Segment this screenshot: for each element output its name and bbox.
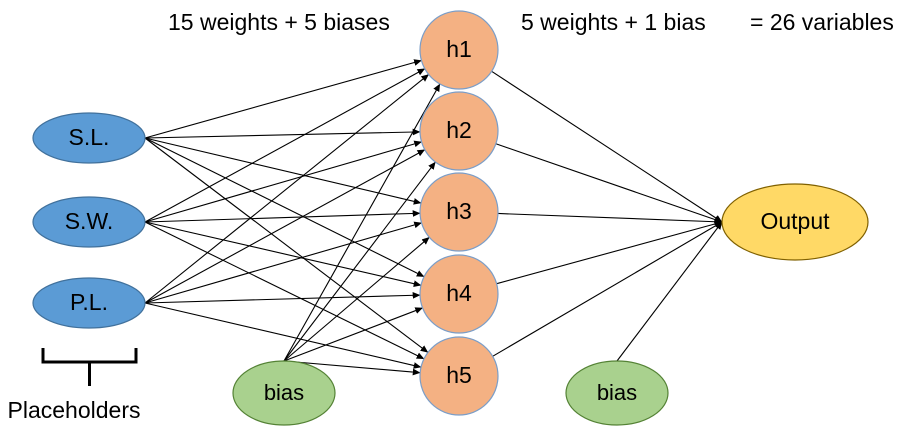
- placeholders-group: Placeholders: [8, 348, 141, 423]
- placeholders-brace: [41, 348, 138, 386]
- edges-layer: [144, 59, 723, 376]
- annotation-total-params: = 26 variables: [750, 9, 894, 35]
- input-sw[interactable]: S.W.: [32, 196, 146, 248]
- hidden-h5[interactable]: h5: [419, 336, 499, 416]
- annotation-hidden-params: 15 weights + 5 biases: [168, 9, 390, 35]
- hidden-h3-shape[interactable]: [419, 172, 499, 252]
- edge-bias-to-hidden-5: [283, 360, 421, 376]
- hidden-h1[interactable]: h1: [419, 10, 499, 90]
- edge-bias-to-output: [616, 221, 723, 362]
- input-sl-shape[interactable]: [32, 112, 146, 164]
- edge-input-3-to-hidden-5: [144, 302, 422, 369]
- hidden-h4-shape[interactable]: [419, 254, 499, 334]
- edge-bias-to-hidden-4: [283, 307, 423, 362]
- edge-hidden-5-to-output: [492, 221, 723, 357]
- edge-hidden-3-to-output: [497, 212, 723, 226]
- edge-input-3-to-hidden-2: [144, 149, 426, 304]
- edge-input-1-to-hidden-4: [144, 137, 425, 278]
- input-pl[interactable]: P.L.: [32, 277, 146, 329]
- hidden-h2-shape[interactable]: [419, 91, 499, 171]
- edge-bias-to-hidden-1: [283, 83, 441, 362]
- edge-input-2-to-hidden-5: [144, 221, 425, 360]
- output-node[interactable]: Output: [721, 183, 869, 261]
- edge-hidden-1-to-output: [491, 70, 723, 223]
- bias-hidden-shape[interactable]: [232, 360, 336, 426]
- annotation-output-params: 5 weights + 1 bias: [521, 9, 706, 35]
- bias-hidden[interactable]: bias: [232, 360, 336, 426]
- hidden-h4[interactable]: h4: [419, 254, 499, 334]
- edge-hidden-2-to-output: [495, 143, 723, 223]
- edge-bias-to-hidden-3: [283, 236, 430, 362]
- edge-input-3-to-hidden-4: [144, 291, 421, 304]
- hidden-h3[interactable]: h3: [419, 172, 499, 252]
- edge-input-2-to-hidden-4: [144, 221, 422, 287]
- output-node-shape[interactable]: [721, 183, 869, 261]
- edge-input-1-to-hidden-3: [144, 137, 422, 205]
- bias-output[interactable]: bias: [565, 360, 669, 426]
- hidden-h2[interactable]: h2: [419, 91, 499, 171]
- hidden-h1-shape[interactable]: [419, 10, 499, 90]
- hidden-h5-shape[interactable]: [419, 336, 499, 416]
- edge-hidden-4-to-output: [496, 220, 723, 285]
- edge-input-3-to-hidden-3: [144, 221, 422, 304]
- input-sw-shape[interactable]: [32, 196, 146, 248]
- edge-input-1-to-hidden-2: [144, 128, 421, 139]
- placeholders-label: Placeholders: [8, 397, 141, 423]
- edge-input-3-to-hidden-1: [144, 74, 429, 304]
- edge-input-2-to-hidden-2: [144, 140, 422, 223]
- edge-bias-to-hidden-2: [283, 161, 436, 362]
- edge-input-1-to-hidden-5: [144, 137, 429, 353]
- bias-output-shape[interactable]: [565, 360, 669, 426]
- input-pl-shape[interactable]: [32, 277, 146, 329]
- edge-input-2-to-hidden-3: [144, 210, 421, 223]
- input-sl[interactable]: S.L.: [32, 112, 146, 164]
- edge-input-2-to-hidden-1: [144, 68, 426, 223]
- edge-input-1-to-hidden-1: [144, 59, 422, 139]
